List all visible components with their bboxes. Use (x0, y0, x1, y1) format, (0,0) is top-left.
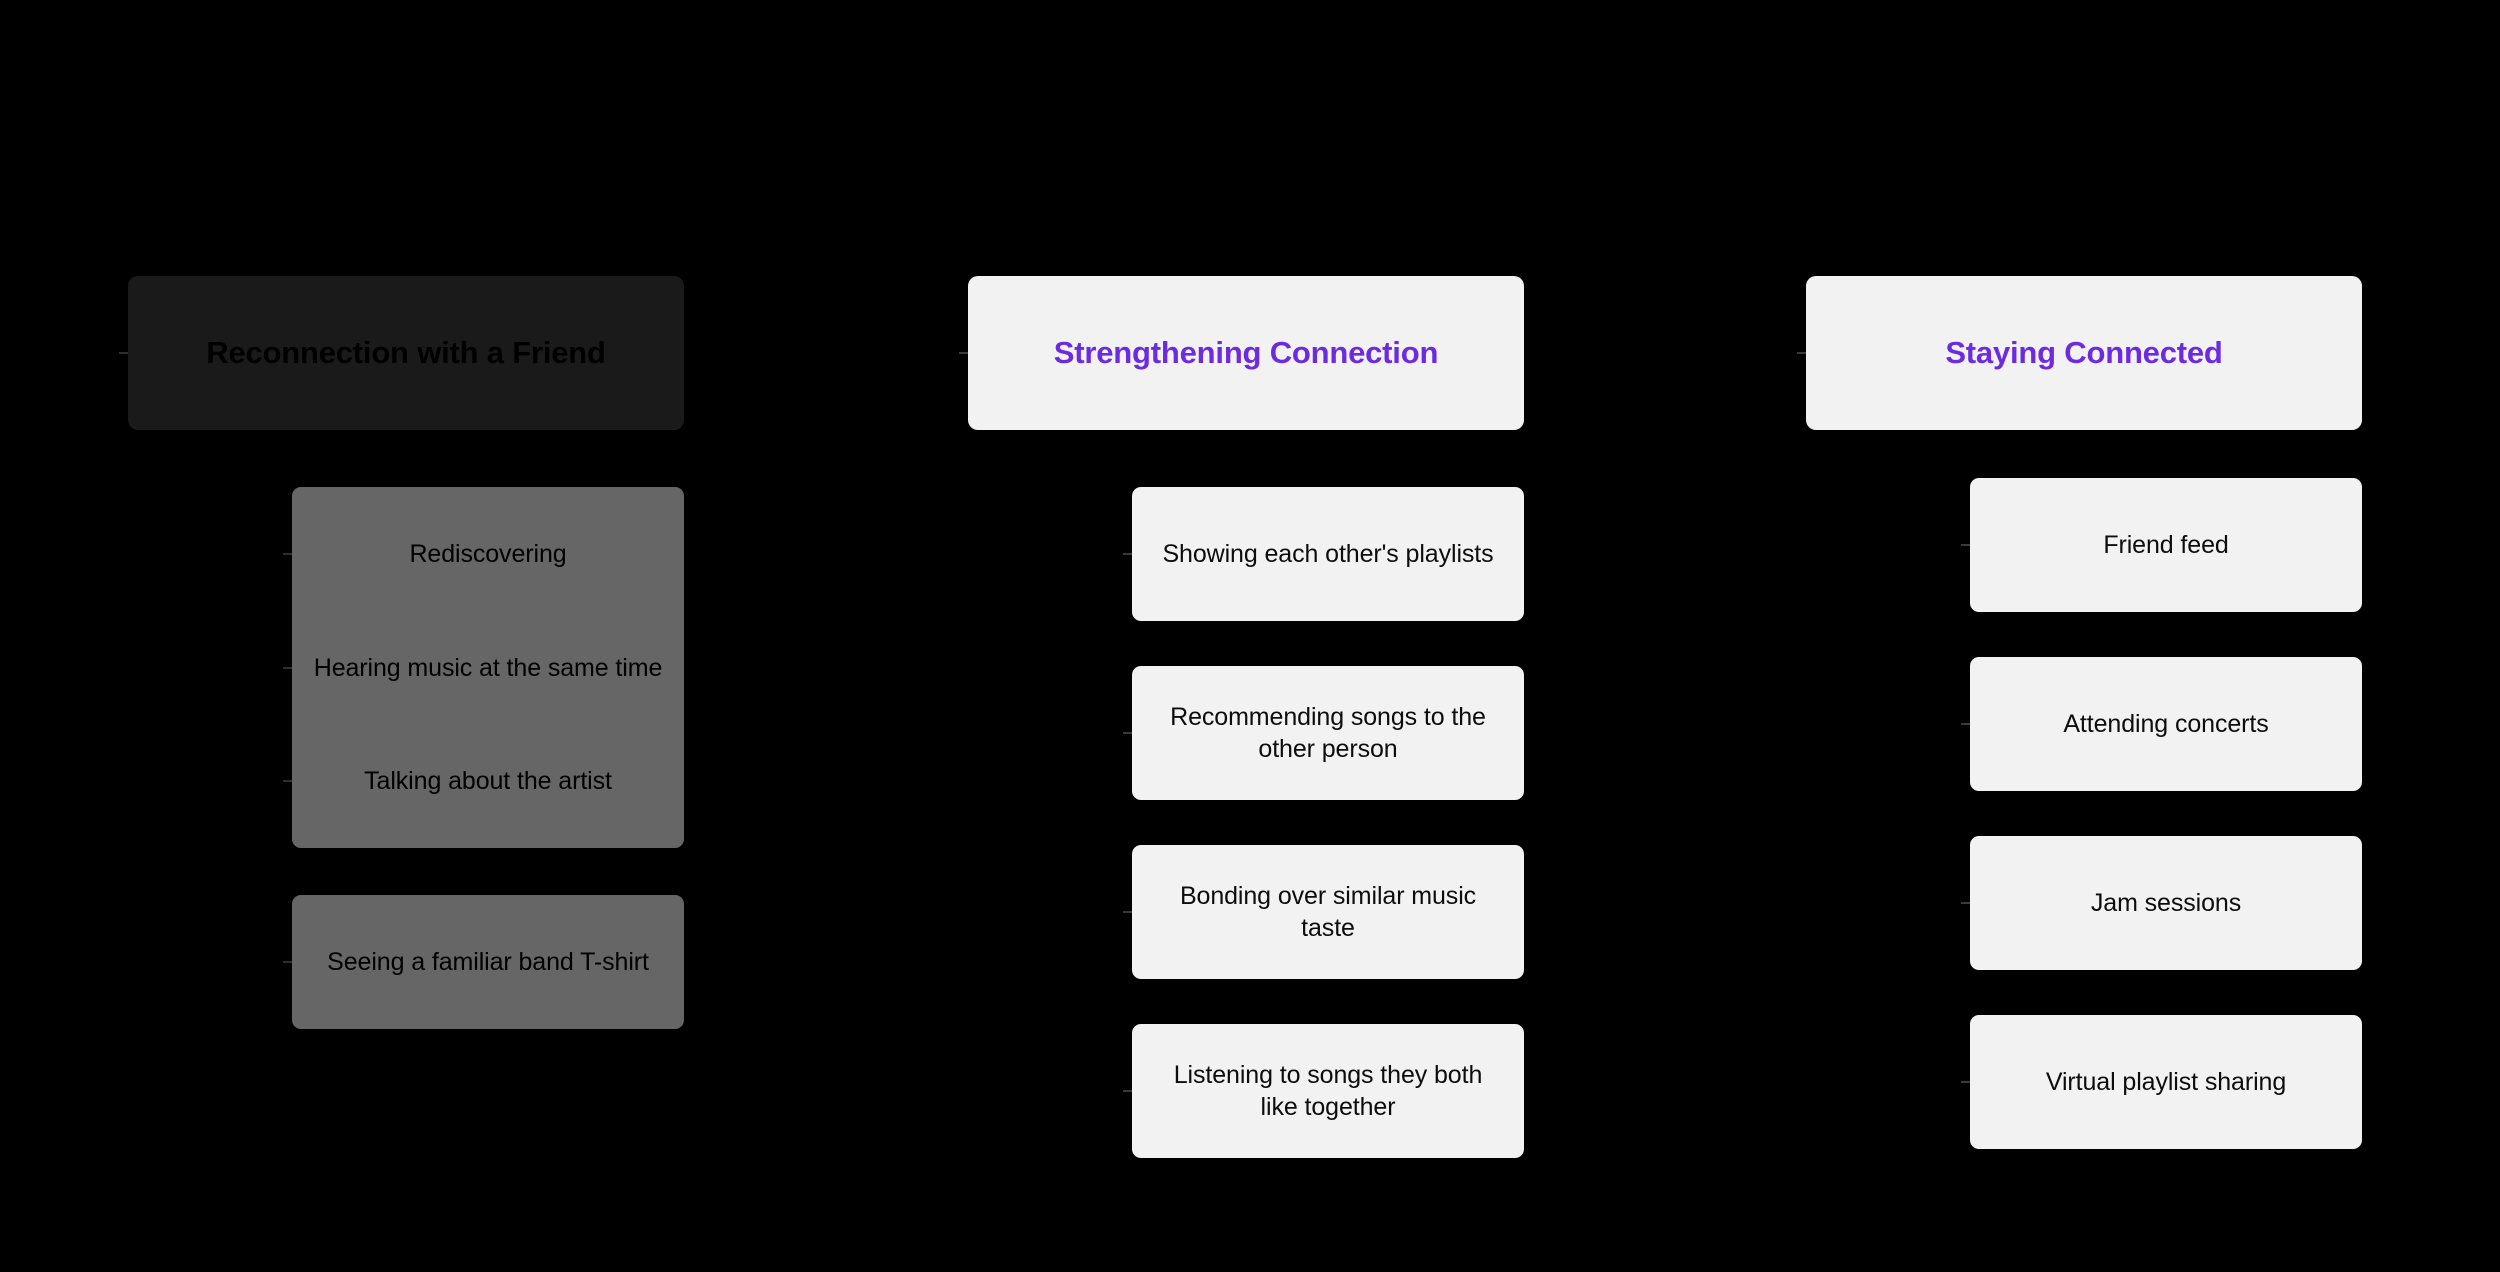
group-header-label: Staying Connected (1945, 335, 2223, 371)
connector-stub-icon (283, 553, 292, 555)
diagram-column-strengthening: Strengthening Connection Showing each ot… (959, 0, 1524, 1272)
node-card-label: Jam sessions (2090, 888, 2242, 917)
node-card[interactable]: Virtual playlist sharing (1961, 1015, 2362, 1149)
connector-stub-icon (1961, 1081, 1970, 1083)
node-card[interactable]: Recommending songs to the other person (1123, 666, 1524, 800)
node-card[interactable]: Friend feed (1961, 478, 2362, 612)
node-card-label: Friend feed (2103, 530, 2229, 559)
connector-stub-icon (1123, 553, 1132, 555)
connector-stub-icon (959, 352, 968, 354)
connector-stub-icon (1123, 1090, 1132, 1092)
node-card-label: Seeing a familiar band T-shirt (327, 947, 649, 976)
connector-stub-icon (119, 352, 128, 354)
connector-stub-icon (1961, 544, 1970, 546)
node-card-label: Virtual playlist sharing (2045, 1067, 2287, 1096)
group-header-strengthening[interactable]: Strengthening Connection (959, 276, 1524, 430)
node-card[interactable]: Hearing music at the same time (283, 601, 684, 735)
connector-stub-icon (1123, 911, 1132, 913)
diagram-column-reconnection: Reconnection with a Friend Rediscovering… (119, 0, 684, 1272)
node-card-label: Bonding over similar music taste (1179, 881, 1477, 943)
connector-stub-icon (283, 961, 292, 963)
diagram-column-staying: Staying Connected Friend feed Attending … (1797, 0, 2362, 1272)
connector-stub-icon (1797, 352, 1806, 354)
node-card[interactable]: Showing each other's playlists (1123, 487, 1524, 621)
group-header-staying[interactable]: Staying Connected (1797, 276, 2362, 430)
node-card[interactable]: Seeing a familiar band T-shirt (283, 895, 684, 1029)
connector-stub-icon (1961, 723, 1970, 725)
node-card-label: Talking about the artist (364, 766, 612, 795)
node-card-label: Recommending songs to the other person (1170, 702, 1486, 764)
node-card[interactable]: Bonding over similar music taste (1123, 845, 1524, 979)
node-card[interactable]: Rediscovering (283, 487, 684, 621)
node-card[interactable]: Jam sessions (1961, 836, 2362, 970)
group-header-label: Reconnection with a Friend (206, 335, 606, 371)
node-card-label: Hearing music at the same time (313, 653, 663, 682)
group-header-label: Strengthening Connection (1053, 335, 1439, 371)
node-card[interactable]: Attending concerts (1961, 657, 2362, 791)
connector-stub-icon (283, 780, 292, 782)
node-card-label: Listening to songs they both like togeth… (1173, 1060, 1483, 1122)
node-card-label: Attending concerts (2063, 709, 2269, 738)
node-card[interactable]: Listening to songs they both like togeth… (1123, 1024, 1524, 1158)
node-card-label: Rediscovering (409, 539, 567, 568)
connector-stub-icon (1123, 732, 1132, 734)
group-header-reconnection[interactable]: Reconnection with a Friend (119, 276, 684, 430)
node-card[interactable]: Talking about the artist (283, 714, 684, 848)
connector-stub-icon (283, 667, 292, 669)
connector-stub-icon (1961, 902, 1970, 904)
node-card-label: Showing each other's playlists (1162, 539, 1494, 568)
